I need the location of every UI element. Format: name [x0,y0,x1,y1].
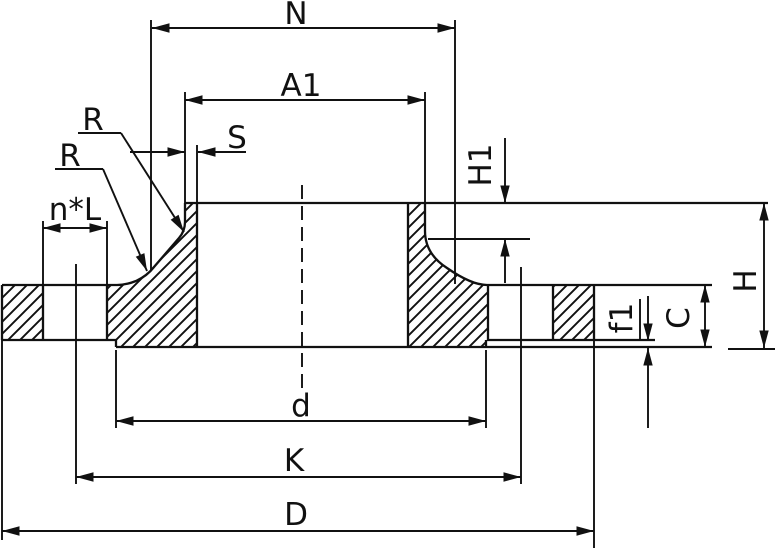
dim-label-R-upper: R [82,102,104,138]
flange-outline [0,201,768,349]
section-left-rim [2,285,43,340]
bolt-hole-right-edges [486,285,555,340]
ext-bolt-hole [42,221,108,285]
dim-label-S: S [227,120,247,156]
dim-label-N: N [284,0,307,32]
bolt-hole-left-edges [41,285,109,340]
right-ring-bottom [484,338,655,347]
dim-label-K: K [284,443,305,479]
dimension-lines [2,23,769,536]
hatched-section-regions [2,203,594,347]
leader-R-upper [120,132,185,233]
dimension-labels: N A1 S R R n*L H1 f1 C H d K D [49,0,764,533]
leader-R-lower [102,168,148,272]
dim-label-H: H [728,269,764,292]
section-left-hub [107,203,197,347]
centerlines [75,185,522,484]
dim-label-A1: A1 [281,68,322,104]
section-right-rim [553,285,594,340]
left-ring-bottom [2,338,118,347]
dim-label-nL: n*L [49,192,102,228]
dim-label-R-lower: R [59,138,81,174]
dim-label-H1: H1 [463,143,499,186]
dim-label-C: C [661,307,697,329]
dim-label-d: d [291,388,311,424]
dim-label-D: D [284,497,308,533]
section-right-hub [408,203,488,347]
dim-label-f1: f1 [604,303,640,334]
extension-lines [1,20,775,548]
right-hub-taper [423,203,488,287]
